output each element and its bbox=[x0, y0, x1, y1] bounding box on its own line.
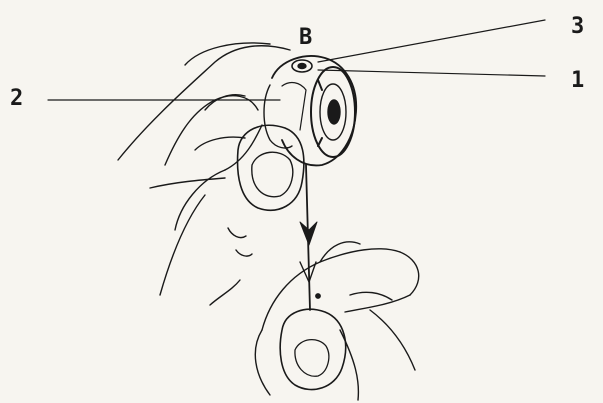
callout-1: 1 bbox=[571, 70, 584, 92]
callout-b: B bbox=[299, 27, 312, 49]
bobbin-case-drawing bbox=[264, 56, 356, 165]
lower-thumb-drawing bbox=[280, 309, 345, 389]
thread-with-arrow bbox=[300, 165, 317, 310]
leader-line-3 bbox=[318, 20, 545, 62]
thumb-drawing bbox=[238, 125, 304, 210]
upper-hand-drawing bbox=[118, 43, 304, 305]
lower-hand-drawing bbox=[255, 242, 418, 400]
callout-2: 2 bbox=[10, 88, 23, 110]
leader-line-1 bbox=[318, 70, 545, 76]
callout-3: 3 bbox=[571, 16, 584, 38]
